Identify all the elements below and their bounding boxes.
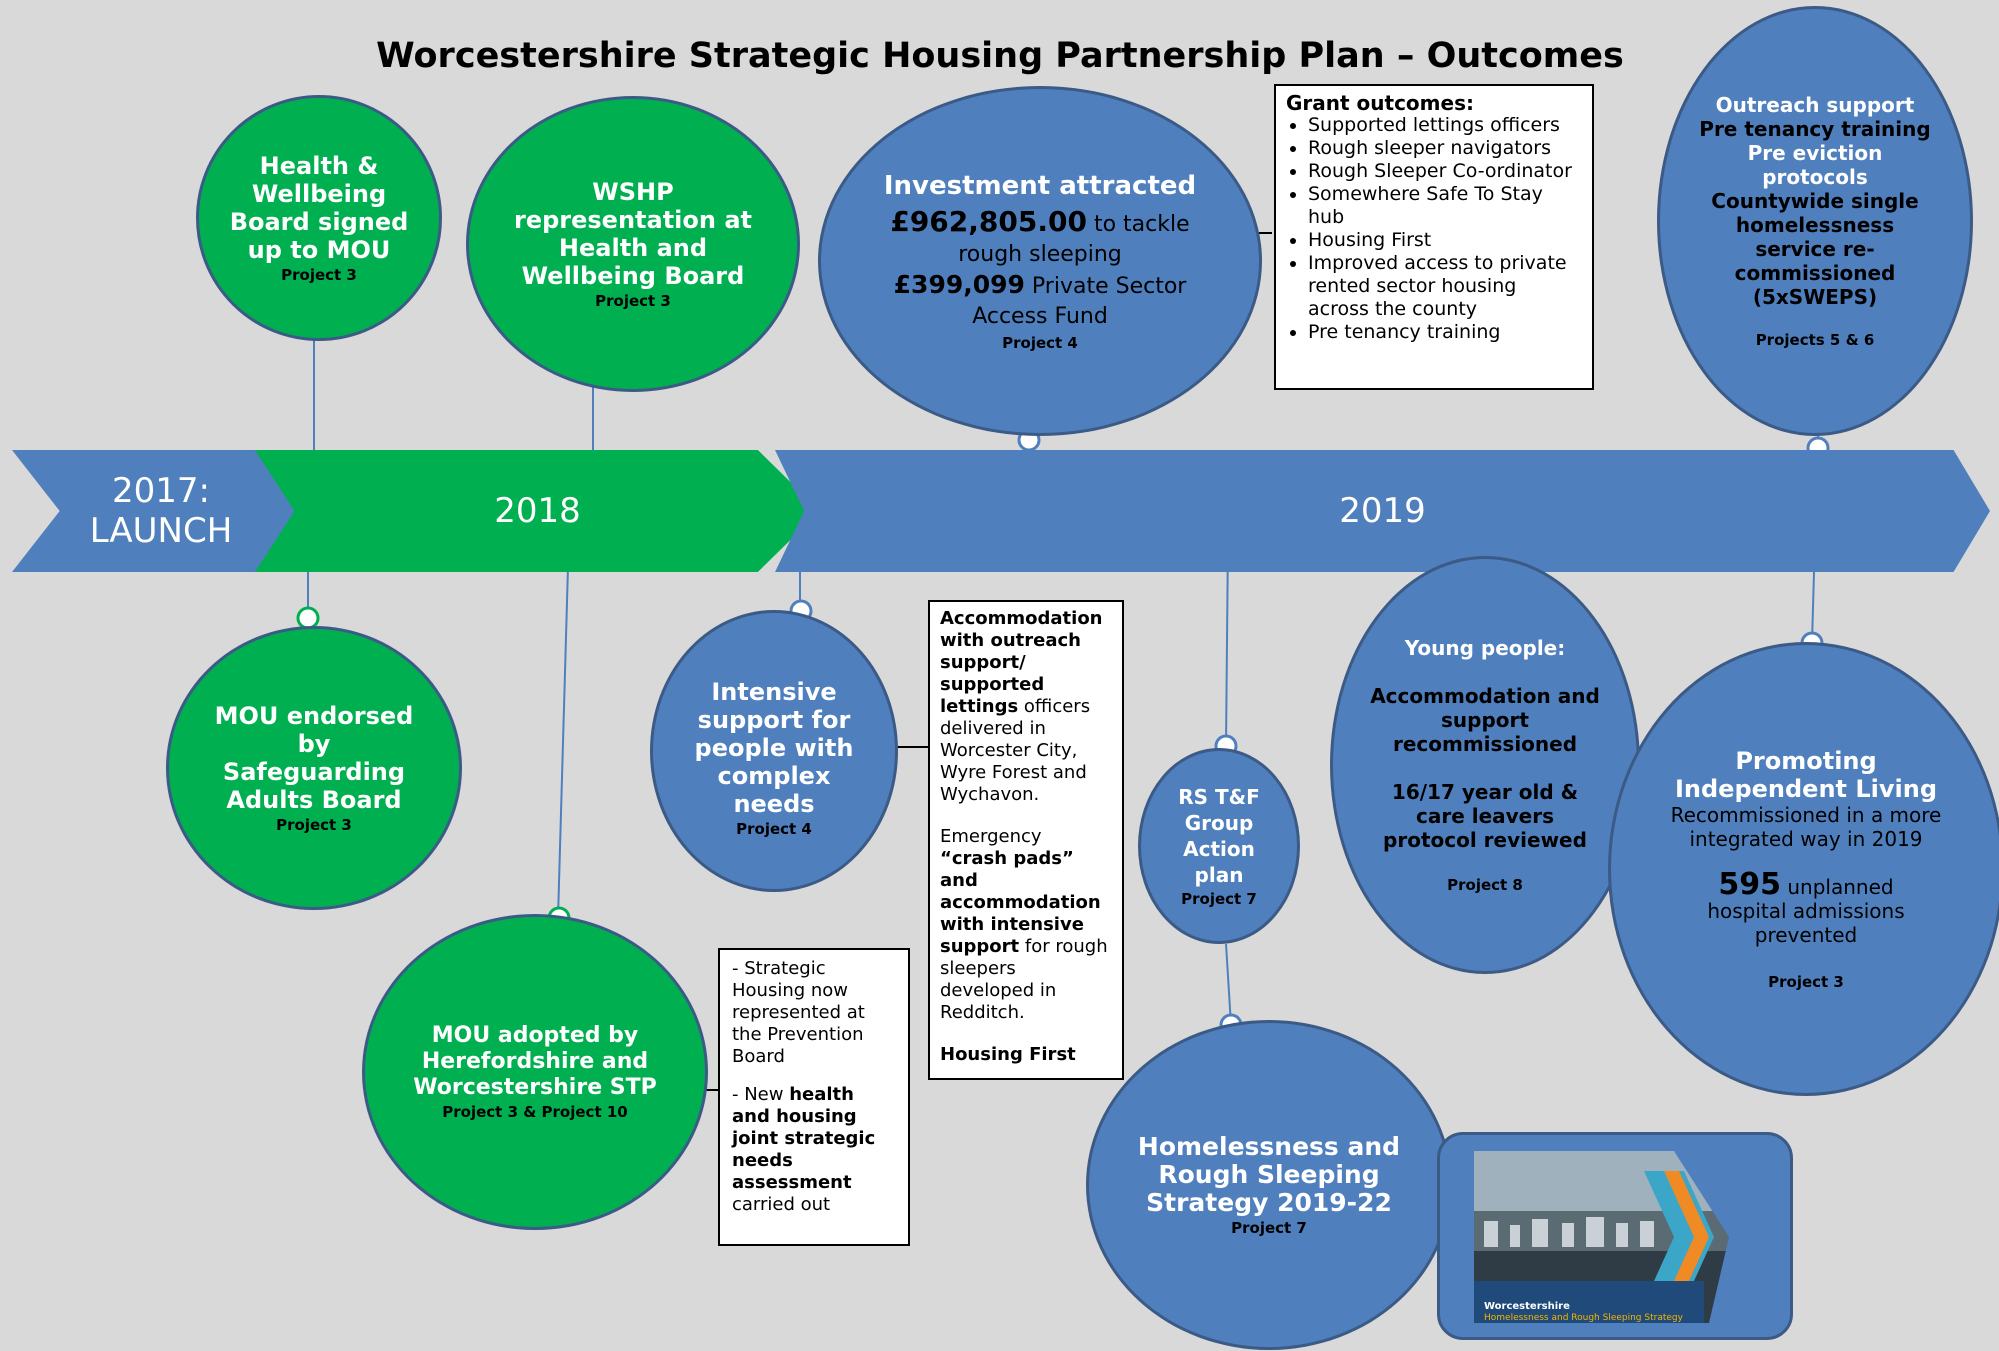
accommodation-box: Accommodation with outreach support/ sup…: [928, 600, 1124, 1080]
project-label: Project 3: [1768, 973, 1844, 991]
strategic-item-2-pre: - New: [732, 1084, 784, 1105]
bubble-text: RS T&F Group Action plan: [1178, 785, 1260, 887]
investment-amount-1-text: to tackle rough sleeping: [958, 211, 1190, 267]
bubble-text: WSHP representation at Health and Wellbe…: [513, 178, 753, 290]
grant-outcomes-list: Supported lettings officers Rough sleepe…: [1286, 114, 1582, 344]
thumbnail-label-2: Homelessness and Rough Sleeping Strategy: [1484, 1313, 1683, 1323]
strategic-item-2-post: carried out: [732, 1194, 831, 1215]
project-label: Project 4: [1002, 333, 1078, 352]
list-item: Pre tenancy training: [1308, 321, 1582, 344]
accommodation-text-2: Emergency: [940, 826, 1042, 847]
bubble-hwb-mou: Health & Wellbeing Board signed up to MO…: [196, 95, 442, 341]
strategy-document-thumbnail: Worcestershire Homelessness and Rough Sl…: [1437, 1132, 1793, 1340]
bubble-homelessness-strategy: Homelessness and Rough Sleeping Strategy…: [1086, 1020, 1452, 1350]
project-label: Project 3: [281, 266, 357, 284]
accommodation-bold-3: Housing First: [940, 1044, 1076, 1065]
thumbnail-label-1: Worcestershire: [1484, 1301, 1570, 1312]
investment-line-1: £962,805.00 to tackle rough sleeping: [865, 204, 1215, 270]
bubble-wshp-representation: WSHP representation at Health and Wellbe…: [466, 96, 800, 392]
bubble-rs-tf-group: RS T&F Group Action plan Project 7: [1138, 748, 1300, 944]
admissions-text: unplanned: [1787, 875, 1894, 899]
project-label: Project 3: [276, 816, 352, 834]
bubble-mou-safeguarding: MOU endorsed by Safeguarding Adults Boar…: [166, 626, 462, 910]
spacer: [940, 806, 1112, 826]
project-label: Project 7: [1231, 1219, 1307, 1237]
independent-number-line: 595 unplanned: [1718, 870, 1894, 900]
project-label: Projects 5 & 6: [1755, 331, 1875, 349]
bubble-investment: Investment attracted £962,805.00 to tack…: [818, 86, 1262, 436]
young-heading: Young people:: [1404, 636, 1566, 660]
project-label: Project 4: [736, 820, 812, 838]
list-item: Rough sleeper navigators: [1308, 137, 1582, 160]
strategic-housing-box: - Strategic Housing now represented at t…: [718, 948, 910, 1246]
bubble-text: MOU endorsed by Safeguarding Adults Boar…: [214, 702, 414, 814]
accommodation-para-1: Accommodation with outreach support/ sup…: [940, 608, 1112, 806]
timeline-node: [296, 606, 320, 630]
project-label: Project 3: [595, 292, 671, 310]
project-label: Project 3 & Project 10: [442, 1103, 628, 1121]
bubble-text: MOU adopted by Herefordshire and Worcest…: [413, 1023, 657, 1100]
list-item: Rough Sleeper Co-ordinator: [1308, 160, 1582, 183]
list-item: Somewhere Safe To Stay hub: [1308, 183, 1582, 229]
bubble-outreach-support: Outreach support Pre tenancy training Pr…: [1657, 6, 1973, 436]
admissions-number: 595: [1718, 867, 1782, 902]
investment-amount-2: £399,099: [893, 269, 1025, 299]
connector-line: [1811, 571, 1815, 644]
outreach-line-1: Outreach support: [1715, 93, 1915, 117]
bubble-intensive-support: Intensive support for people with comple…: [650, 610, 898, 892]
list-item: Improved access to private rented sector…: [1308, 252, 1582, 321]
timeline-arrow-2019: 2019: [775, 450, 1990, 572]
project-label: Project 7: [1181, 890, 1257, 908]
spacer: [732, 1068, 896, 1084]
page-title: Worcestershire Strategic Housing Partner…: [376, 36, 1624, 76]
outreach-line-2: Pre tenancy training: [1699, 117, 1931, 141]
investment-amount-1: £962,805.00: [890, 204, 1087, 238]
independent-text: Recommissioned in a more integrated way …: [1670, 803, 1942, 851]
accommodation-bold-2: “crash pads” and accommodation with inte…: [940, 848, 1101, 957]
investment-heading: Investment attracted: [883, 170, 1197, 201]
year-2018-label: 2018: [494, 491, 581, 531]
bubble-mou-stp: MOU adopted by Herefordshire and Worcest…: [362, 914, 708, 1230]
bubble-independent-living: Promoting Independent Living Recommissio…: [1608, 642, 1999, 1096]
grant-outcomes-box: Grant outcomes: Supported lettings offic…: [1274, 84, 1594, 390]
accommodation-text-3: for rough sleepers developed in Redditch…: [940, 936, 1108, 1023]
bubble-text: Homelessness and Rough Sleeping Strategy…: [1137, 1132, 1401, 1217]
outreach-line-3: Pre eviction protocols: [1747, 141, 1883, 189]
year-2019-label: 2019: [1339, 491, 1426, 531]
accommodation-text-1: officers delivered in Worcester City, Wy…: [940, 696, 1091, 805]
connector-line: [1225, 943, 1232, 1026]
accommodation-bold-1: Accommodation with outreach support/ sup…: [940, 608, 1103, 717]
young-line-1: Accommodation and support recommissioned: [1370, 684, 1600, 756]
timeline-arrow-2017: 2017: LAUNCH: [12, 450, 310, 572]
list-item: Supported lettings officers: [1308, 114, 1582, 137]
bubble-text: Intensive support for people with comple…: [694, 678, 854, 818]
investment-line-2: £399,099 Private Sector Access Fund: [865, 270, 1215, 332]
spacer: [940, 1024, 1112, 1044]
admissions-text-2: hospital admissions prevented: [1707, 899, 1905, 947]
independent-heading: Promoting Independent Living: [1674, 747, 1938, 803]
accommodation-para-2: Emergency “crash pads” and accommodation…: [940, 826, 1112, 1024]
launch-year: 2017:: [112, 471, 210, 511]
grant-outcomes-heading: Grant outcomes:: [1286, 91, 1474, 115]
connector-line: [557, 566, 569, 919]
bubble-young-people: Young people: Accommodation and support …: [1330, 556, 1640, 974]
timeline-arrow-2018: 2018: [255, 450, 820, 572]
cover-artwork: [1474, 1151, 1756, 1323]
outreach-line-4: Countywide single homelessness service r…: [1711, 189, 1919, 309]
strategic-item-1: - Strategic Housing now represented at t…: [732, 958, 865, 1067]
list-item: Housing First: [1308, 229, 1582, 252]
project-label: Project 8: [1447, 876, 1523, 894]
strategic-item-2: - New health and housing joint strategic…: [732, 1084, 896, 1216]
launch-label: LAUNCH: [89, 511, 233, 551]
investment-amount-2-text: Private Sector Access Fund: [972, 273, 1187, 329]
strategic-item-2-bold: health and housing joint strategic needs…: [732, 1084, 876, 1193]
bubble-text: Health & Wellbeing Board signed up to MO…: [229, 152, 409, 264]
young-line-2: 16/17 year old & care leavers protocol r…: [1383, 780, 1587, 852]
document-cover-image: Worcestershire Homelessness and Rough Sl…: [1474, 1151, 1756, 1323]
